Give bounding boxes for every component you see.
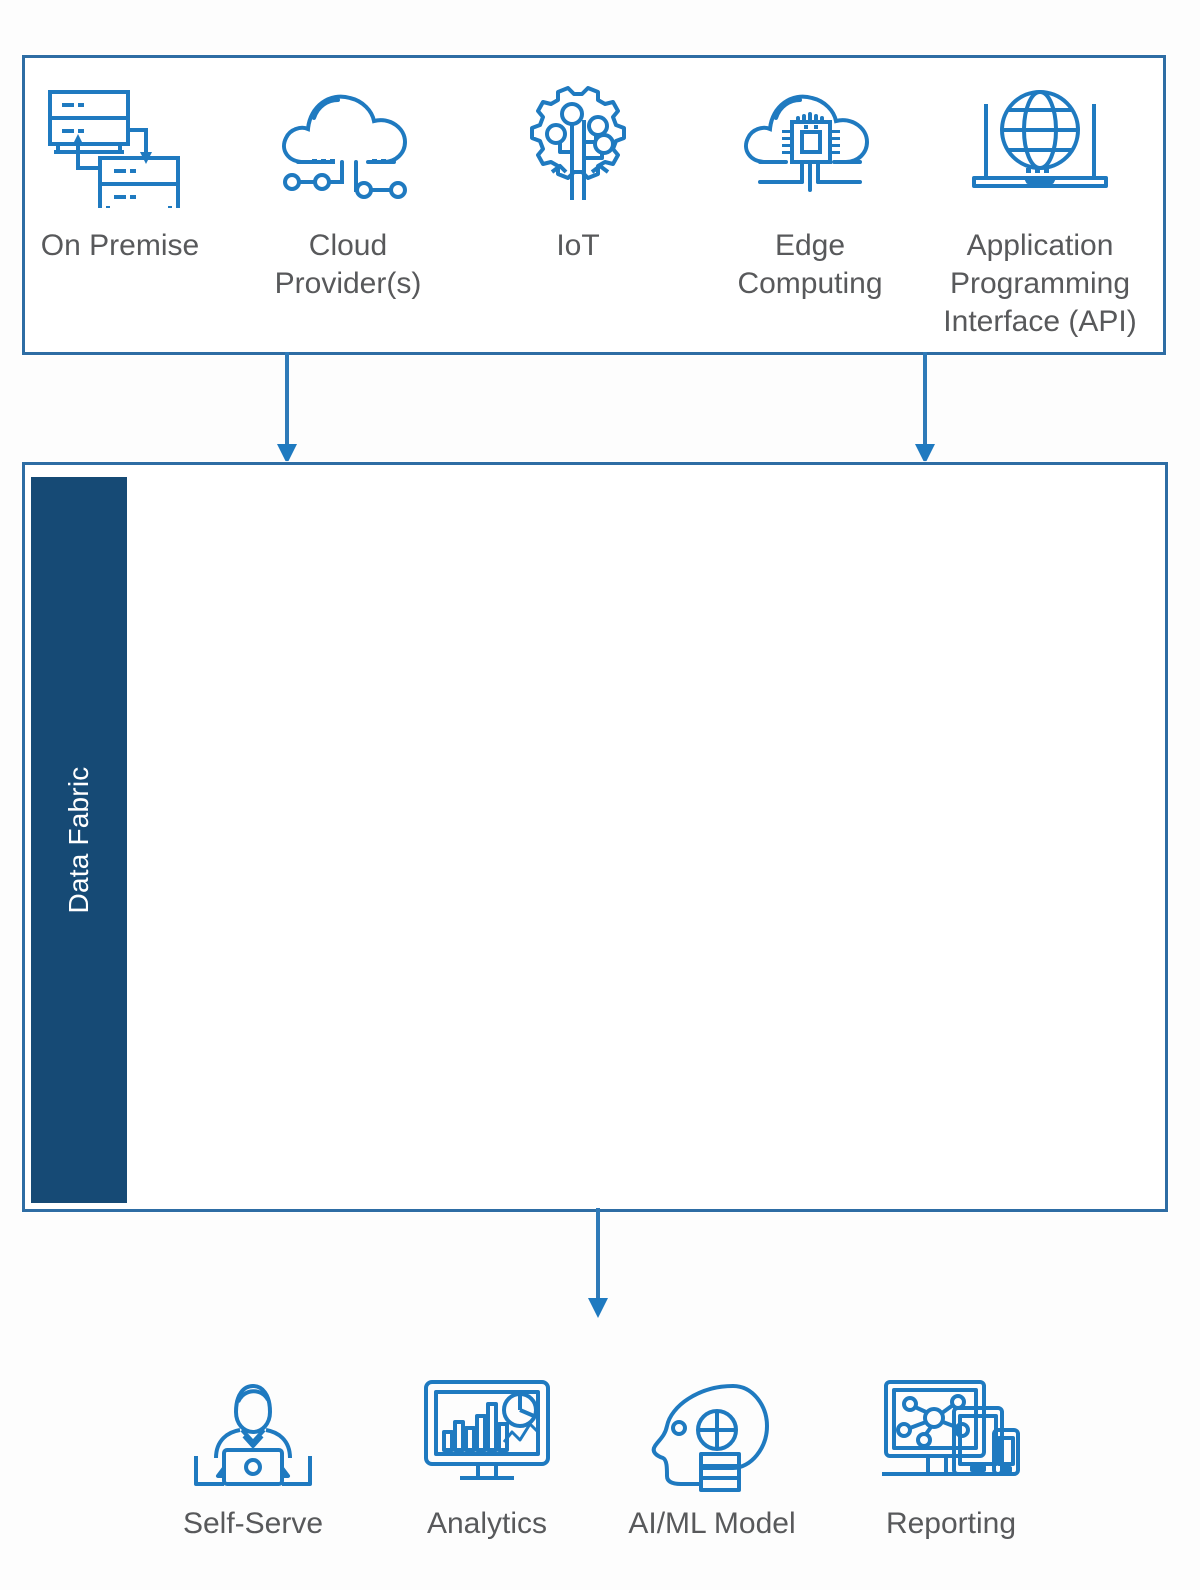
on-premise-servers-icon	[40, 78, 200, 216]
consumer-tile-self-serve[interactable]: Self-Serve	[168, 1372, 338, 1543]
arrow-sources-to-fabric-left	[265, 352, 309, 466]
data-sources-panel	[22, 55, 1166, 355]
source-label: IoT	[556, 229, 600, 262]
arrow-sources-to-fabric-right	[903, 352, 947, 466]
laptop-globe-api-icon	[960, 78, 1120, 213]
person-laptop-icon	[178, 1372, 328, 1497]
cloud-network-icon	[268, 78, 428, 213]
data-fabric-label: Data Fabric	[63, 766, 94, 914]
consumer-tile-analytics[interactable]: Analytics	[402, 1372, 572, 1543]
source-tile-api[interactable]: Application Programming Interface (API)	[936, 78, 1144, 340]
arrow-fabric-to-consumers	[576, 1208, 620, 1320]
data-fabric-bar: Data Fabric	[31, 477, 127, 1203]
monitor-charts-icon	[412, 1372, 562, 1497]
source-label: Cloud Provider(s)	[274, 229, 422, 300]
source-label: On Premise	[40, 229, 200, 262]
source-label: Application Programming Interface (API)	[943, 229, 1137, 338]
source-tile-on-premise[interactable]: On Premise	[30, 78, 210, 265]
source-tile-edge-computing[interactable]: Edge Computing	[720, 78, 900, 303]
multi-device-report-icon	[876, 1372, 1026, 1497]
consumer-label: AI/ML Model	[628, 1507, 796, 1540]
consumer-label: Self-Serve	[182, 1507, 324, 1540]
data-fabric-panel: Data Fabric	[22, 462, 1168, 1212]
iot-gear-circuit-icon	[498, 78, 658, 213]
source-label: Edge Computing	[737, 229, 883, 300]
edge-cloud-chip-icon	[730, 78, 890, 213]
source-tile-iot[interactable]: IoT	[488, 78, 668, 265]
consumer-tile-ai-ml-model[interactable]: AI/ML Model	[612, 1372, 812, 1543]
head-ai-layers-icon	[637, 1372, 787, 1497]
consumer-label: Reporting	[885, 1507, 1017, 1540]
consumer-tile-reporting[interactable]: Reporting	[866, 1372, 1036, 1543]
consumer-label: Analytics	[426, 1507, 548, 1540]
source-tile-cloud-provider[interactable]: Cloud Provider(s)	[258, 78, 438, 303]
